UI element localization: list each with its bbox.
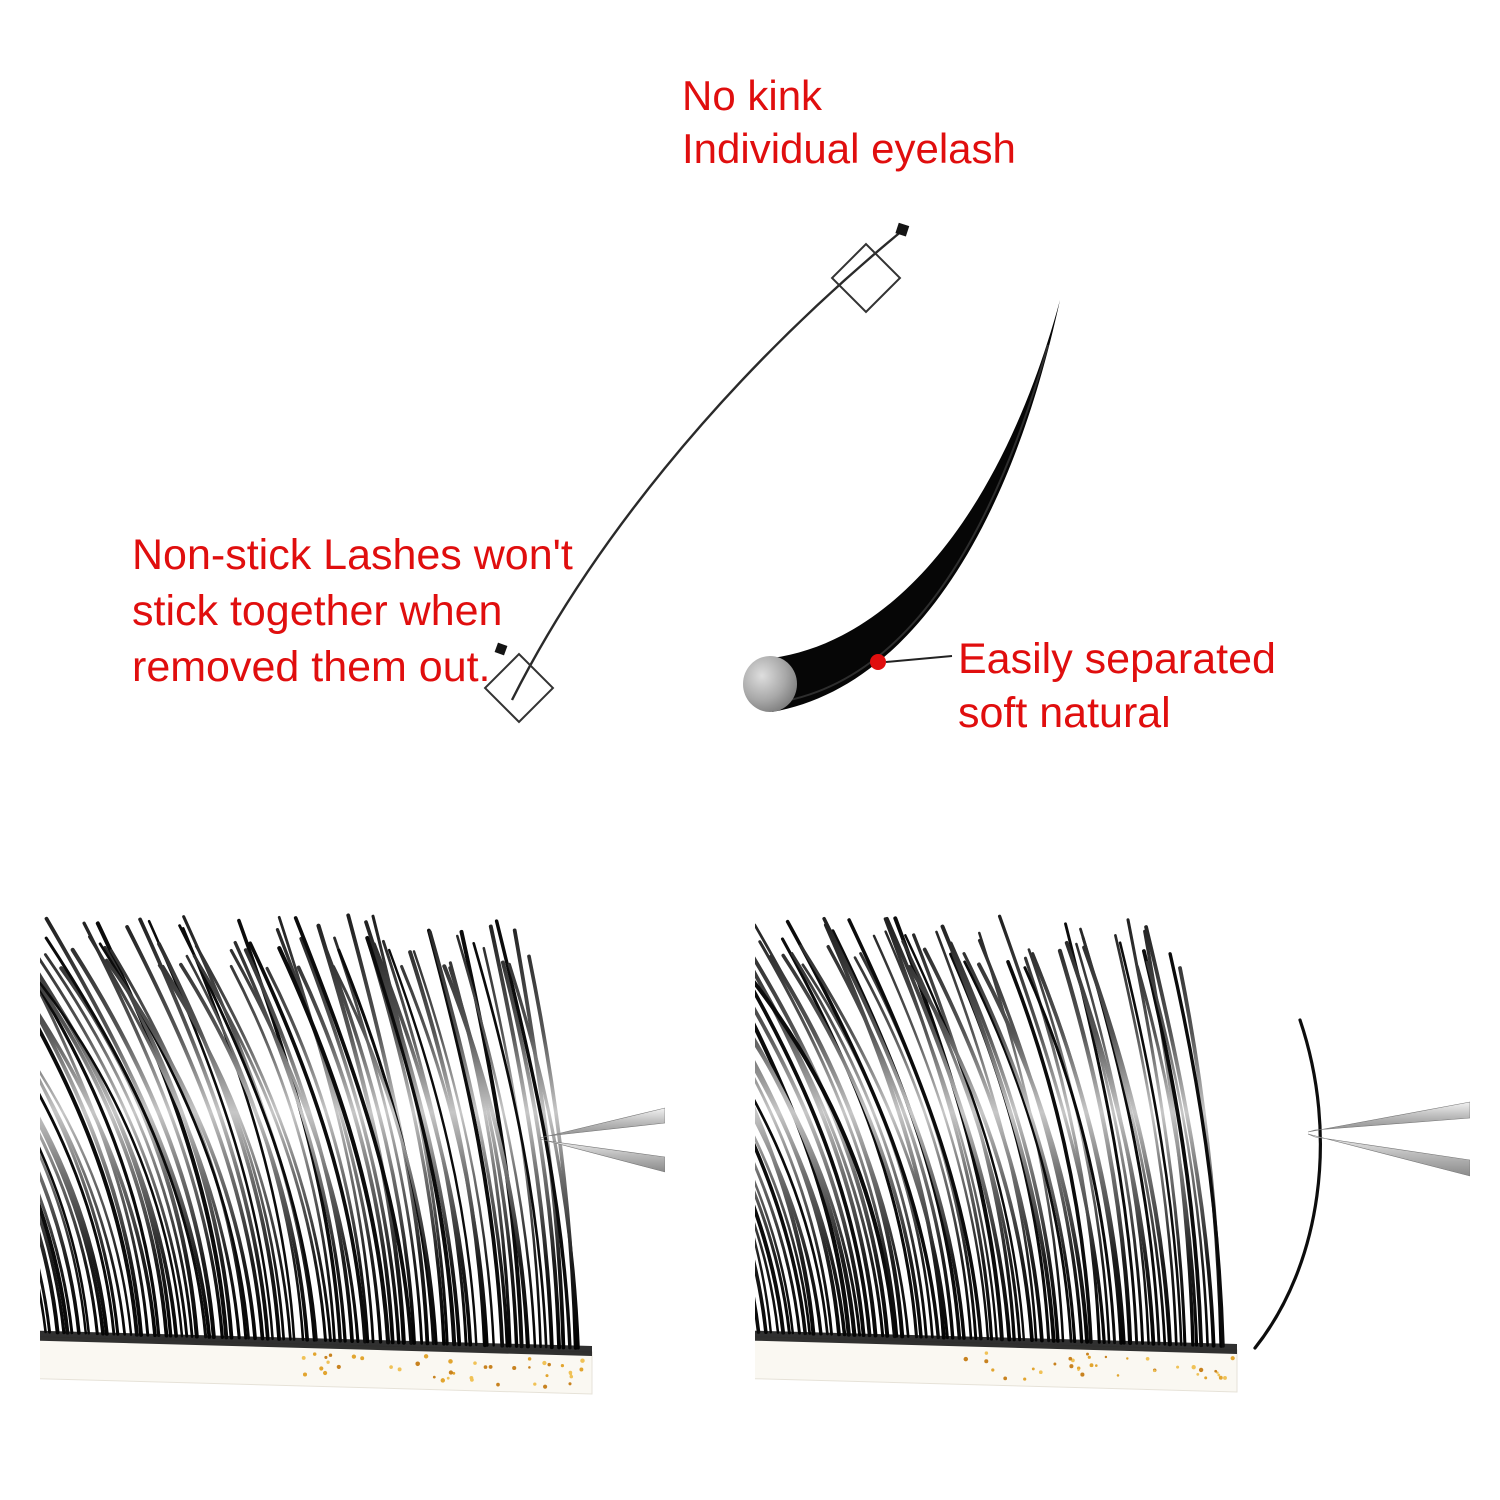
lash-tray-right-photo — [755, 914, 1470, 1393]
single-lash-diagram — [483, 222, 1060, 724]
separated-single-lash — [1253, 1018, 1322, 1350]
tweezers-icon — [1307, 1101, 1470, 1177]
zoom-marker-bottom — [483, 652, 555, 724]
thick-lash-body — [772, 300, 1060, 712]
lash-base-cut-end — [743, 656, 797, 712]
callout-dot-icon — [870, 654, 886, 670]
easily-separated-label: Easily separated soft natural — [958, 635, 1276, 737]
tip-marker-bottom — [494, 642, 508, 656]
tweezers-icon — [539, 1107, 665, 1173]
zoom-marker-top — [830, 242, 902, 314]
tip-marker-top — [895, 222, 910, 237]
lash-fan-left — [40, 913, 593, 1395]
lash-tray-left-photo — [40, 913, 665, 1395]
no-kink-label: No kink Individual eyelash — [682, 72, 1016, 172]
callout-leader-line — [885, 655, 953, 663]
lash-fan-right — [755, 914, 1238, 1393]
thin-lash-curve — [510, 229, 904, 701]
non-stick-label: Non-stick Lashes won't stick together wh… — [132, 531, 573, 691]
thick-lash-sheen — [779, 344, 1049, 703]
